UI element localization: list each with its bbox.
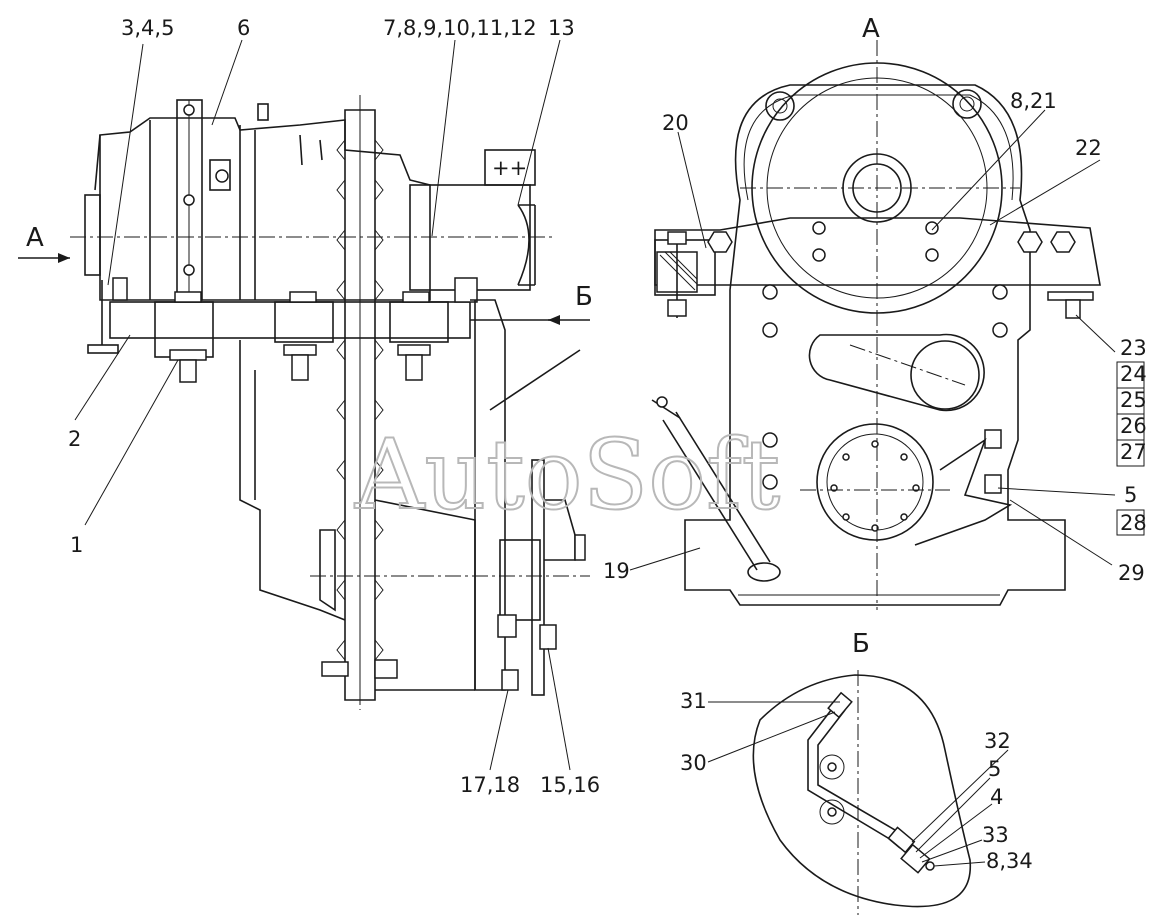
watermark: AutoSoft [354,419,780,531]
callout-27: 27 [1120,440,1147,464]
callout-5-b: 5 [988,757,1001,781]
callout-5: 5 [1124,483,1137,507]
view-b [752,670,972,915]
callout-2: 2 [68,427,81,451]
view-a-title: А [862,14,880,44]
callout-labels: 3,4,5 6 7,8,9,10,11,12 13 2 1 17,18 15,1… [68,16,1147,873]
callout-13: 13 [548,16,575,40]
callout-3-4-5: 3,4,5 [121,16,174,40]
callout-23: 23 [1120,336,1147,360]
callout-8-21: 8,21 [1010,89,1057,113]
view-arrow-b-label: Б [575,282,593,312]
view-b-title: Б [852,629,870,659]
callout-25: 25 [1120,388,1147,412]
callout-17-18: 17,18 [460,773,520,797]
callout-33: 33 [982,823,1009,847]
callout-20: 20 [662,111,689,135]
callout-31: 31 [680,689,707,713]
callout-22: 22 [1075,136,1102,160]
callout-24: 24 [1120,362,1147,386]
callout-4: 4 [990,785,1003,809]
callout-15-16: 15,16 [540,773,600,797]
main-assembly-view: ++ [18,95,590,710]
callout-7-12: 7,8,9,10,11,12 [383,16,537,40]
view-a [651,40,1101,610]
svg-text:++: ++ [492,156,527,180]
callout-1: 1 [70,533,83,557]
view-a-hex-nuts [707,231,1076,253]
callout-19: 19 [603,559,630,583]
callout-32: 32 [984,729,1011,753]
callout-6: 6 [237,16,250,40]
callout-26: 26 [1120,414,1147,438]
beam-bolts [112,277,478,383]
callout-8-34: 8,34 [986,849,1033,873]
callout-28: 28 [1120,511,1147,535]
view-arrow-a-label: А [26,223,44,253]
leader-lines [74,39,1116,867]
callout-29: 29 [1118,561,1145,585]
callout-30: 30 [680,751,707,775]
